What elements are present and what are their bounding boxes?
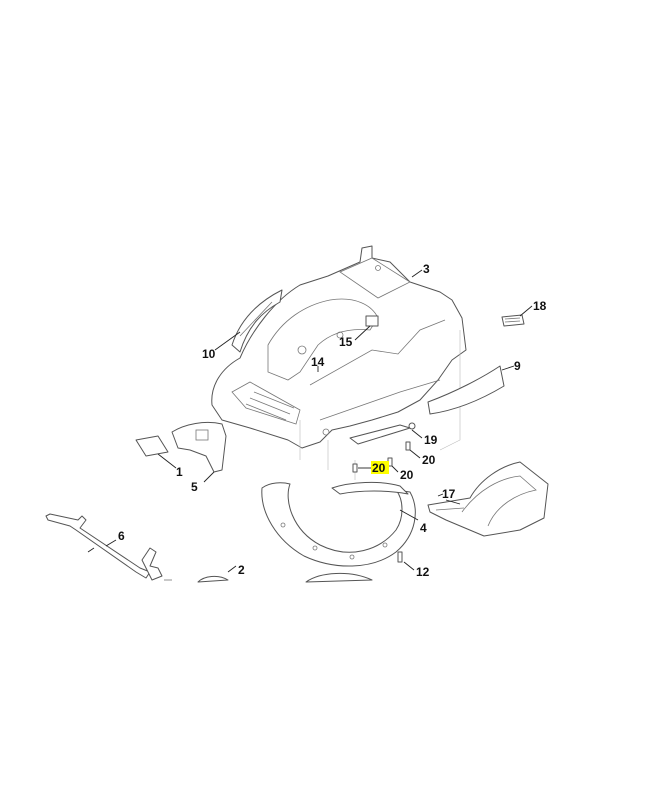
callout-10[interactable]: 10: [202, 347, 216, 361]
part-10-side-guard[interactable]: [231, 289, 283, 353]
partial-disc-bottom: [305, 572, 373, 583]
part-17-chute[interactable]: [427, 461, 549, 537]
callout-20-highlighted[interactable]: 20: [372, 461, 386, 475]
callout-5[interactable]: 5: [191, 480, 198, 494]
part-2-wheel-partial[interactable]: [197, 575, 229, 583]
part-3-mower-deck[interactable]: [211, 245, 467, 449]
part-18-cap[interactable]: [501, 314, 525, 327]
highlight-box: [371, 461, 389, 474]
leader-lines: [87, 269, 533, 573]
part-9-side-panel[interactable]: [427, 365, 505, 415]
callout-20-a[interactable]: 20: [422, 453, 436, 467]
projection-lines: [299, 330, 461, 480]
callout-18[interactable]: 18: [533, 299, 547, 313]
part-20-screws[interactable]: [352, 441, 411, 473]
callout-1[interactable]: 1: [176, 465, 183, 479]
callout-17[interactable]: 17: [442, 487, 456, 501]
part-1-label[interactable]: [135, 435, 169, 457]
callout-3[interactable]: 3: [423, 262, 430, 276]
callout-labels: 3 18 10 15 14 9 19 20 20 20 1 5 17 4 6 2…: [118, 262, 547, 579]
part-19-flap[interactable]: [349, 422, 416, 445]
callout-19[interactable]: 19: [424, 433, 438, 447]
callout-14[interactable]: 14: [311, 355, 325, 369]
part-5-front-cover[interactable]: [171, 421, 227, 473]
callout-12[interactable]: 12: [416, 565, 430, 579]
callout-15[interactable]: 15: [339, 335, 353, 349]
callout-6[interactable]: 6: [118, 529, 125, 543]
part-4-baffle[interactable]: [261, 481, 416, 567]
part-6-rod[interactable]: [45, 513, 172, 581]
callout-9[interactable]: 9: [514, 359, 521, 373]
callout-20-b[interactable]: 20: [400, 468, 414, 482]
callout-4[interactable]: 4: [420, 521, 427, 535]
callout-2[interactable]: 2: [238, 563, 245, 577]
part-12-screw[interactable]: [397, 551, 403, 563]
